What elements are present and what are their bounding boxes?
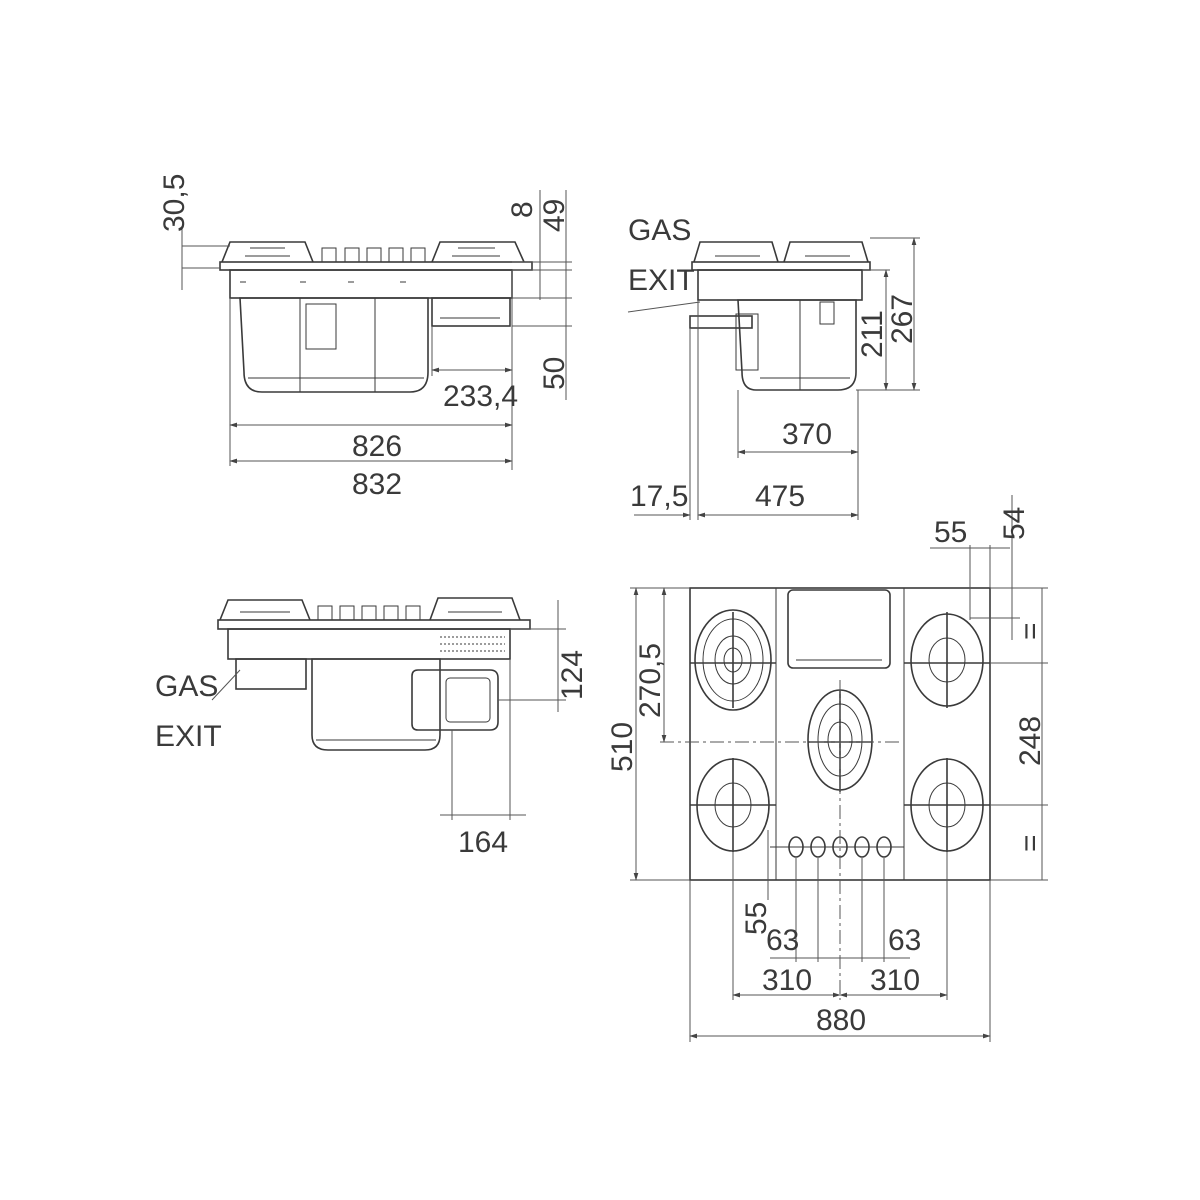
- dim-310-right-label: 310: [870, 964, 920, 997]
- gas-box-f: [235, 658, 307, 690]
- dim-233-4-label: 233,4: [443, 380, 518, 413]
- side-view-left: 30,5 8 49 50 233,4 826 832: [158, 174, 572, 501]
- gas-pipe-r: [689, 315, 753, 329]
- dim-267-label: 267: [886, 294, 919, 344]
- burner-cap-left: [221, 241, 314, 263]
- motor-label-plate: [305, 303, 337, 350]
- dim-475-label: 475: [755, 480, 805, 513]
- burner-cap-right: [431, 241, 525, 263]
- dim-63-left-label: 63: [766, 924, 799, 957]
- motor-lines: [248, 298, 424, 392]
- hood-motor-f: [311, 658, 441, 751]
- cooktop-plate-r: [691, 261, 871, 271]
- dim-55-bottom-label: 55: [740, 902, 773, 935]
- front-view: GAS EXIT 124 164: [155, 597, 589, 859]
- dim-248-label: 248: [1014, 716, 1047, 766]
- vent-slots-f: [440, 636, 505, 652]
- hood-motor: [239, 297, 429, 393]
- eq-top-label: =: [1014, 622, 1047, 640]
- cooktop-body-f: [227, 628, 511, 660]
- eq-bottom-label: =: [1014, 834, 1047, 852]
- gas-label-top-r: GAS: [628, 214, 691, 247]
- knobs-front: [317, 605, 421, 621]
- dim-50-label: 50: [538, 357, 571, 390]
- dim-880-label: 880: [816, 1004, 866, 1037]
- hood-motor-r: [737, 299, 857, 391]
- gas-exit-leader-f: [211, 669, 241, 701]
- knobs-side: [321, 247, 426, 263]
- burner-grate-right: [452, 247, 500, 257]
- dim-164-label: 164: [458, 826, 508, 859]
- cooktop-body: [229, 269, 513, 299]
- pipe-box-r: [735, 313, 759, 371]
- burner-cap-r2: [783, 241, 869, 263]
- burner-bottom-right: [904, 758, 990, 852]
- dim-30-5-label: 30,5: [158, 174, 191, 232]
- burner-grate-left: [245, 247, 290, 257]
- gas-exit-leader-r: [627, 301, 701, 313]
- side-view-right: GAS EXIT 211 267 370 17,5 475: [627, 214, 920, 520]
- burner-top-left: [690, 609, 776, 711]
- top-view: 55 54 = 248 = 510 270,5 55 63 63: [606, 495, 1048, 1042]
- dim-55-top-label: 55: [934, 516, 967, 549]
- burner-top-right: [904, 612, 990, 708]
- dim-370-label: 370: [782, 418, 832, 451]
- filter-inner-f: [445, 677, 491, 723]
- cooktop-plate-f: [217, 619, 531, 630]
- exit-label-front: EXIT: [155, 720, 222, 753]
- exit-label-top-r: EXIT: [628, 264, 695, 297]
- dim-826-label: 826: [352, 430, 402, 463]
- burner-bottom-left: [690, 758, 776, 852]
- side-box: [431, 297, 511, 327]
- bracket-r: [819, 301, 835, 325]
- burner-cap-f2: [429, 597, 521, 621]
- dim-54-label: 54: [998, 507, 1031, 540]
- dim-270-5-label: 270,5: [634, 643, 667, 718]
- dim-510-label: 510: [606, 722, 639, 772]
- dim-211-label: 211: [856, 310, 889, 358]
- motor-lines-r: [760, 300, 850, 390]
- dim-310-left-label: 310: [762, 964, 812, 997]
- dim-8-label: 8: [506, 201, 539, 218]
- dim-17-5-label: 17,5: [630, 480, 688, 513]
- dim-49-label: 49: [538, 199, 571, 232]
- hood-intake-top: [787, 589, 891, 669]
- burner-cap-f1: [219, 599, 311, 621]
- dim-124-label: 124: [556, 650, 589, 700]
- burner-cap-r1: [693, 241, 779, 263]
- gas-label-front: GAS: [155, 670, 218, 703]
- cooktop-body-r: [697, 269, 863, 301]
- cooktop-plate: [219, 261, 533, 271]
- dim-832-label: 832: [352, 468, 402, 501]
- knobs-top: [770, 836, 904, 858]
- dim-63-right-label: 63: [888, 924, 921, 957]
- filter-box-f: [411, 669, 499, 731]
